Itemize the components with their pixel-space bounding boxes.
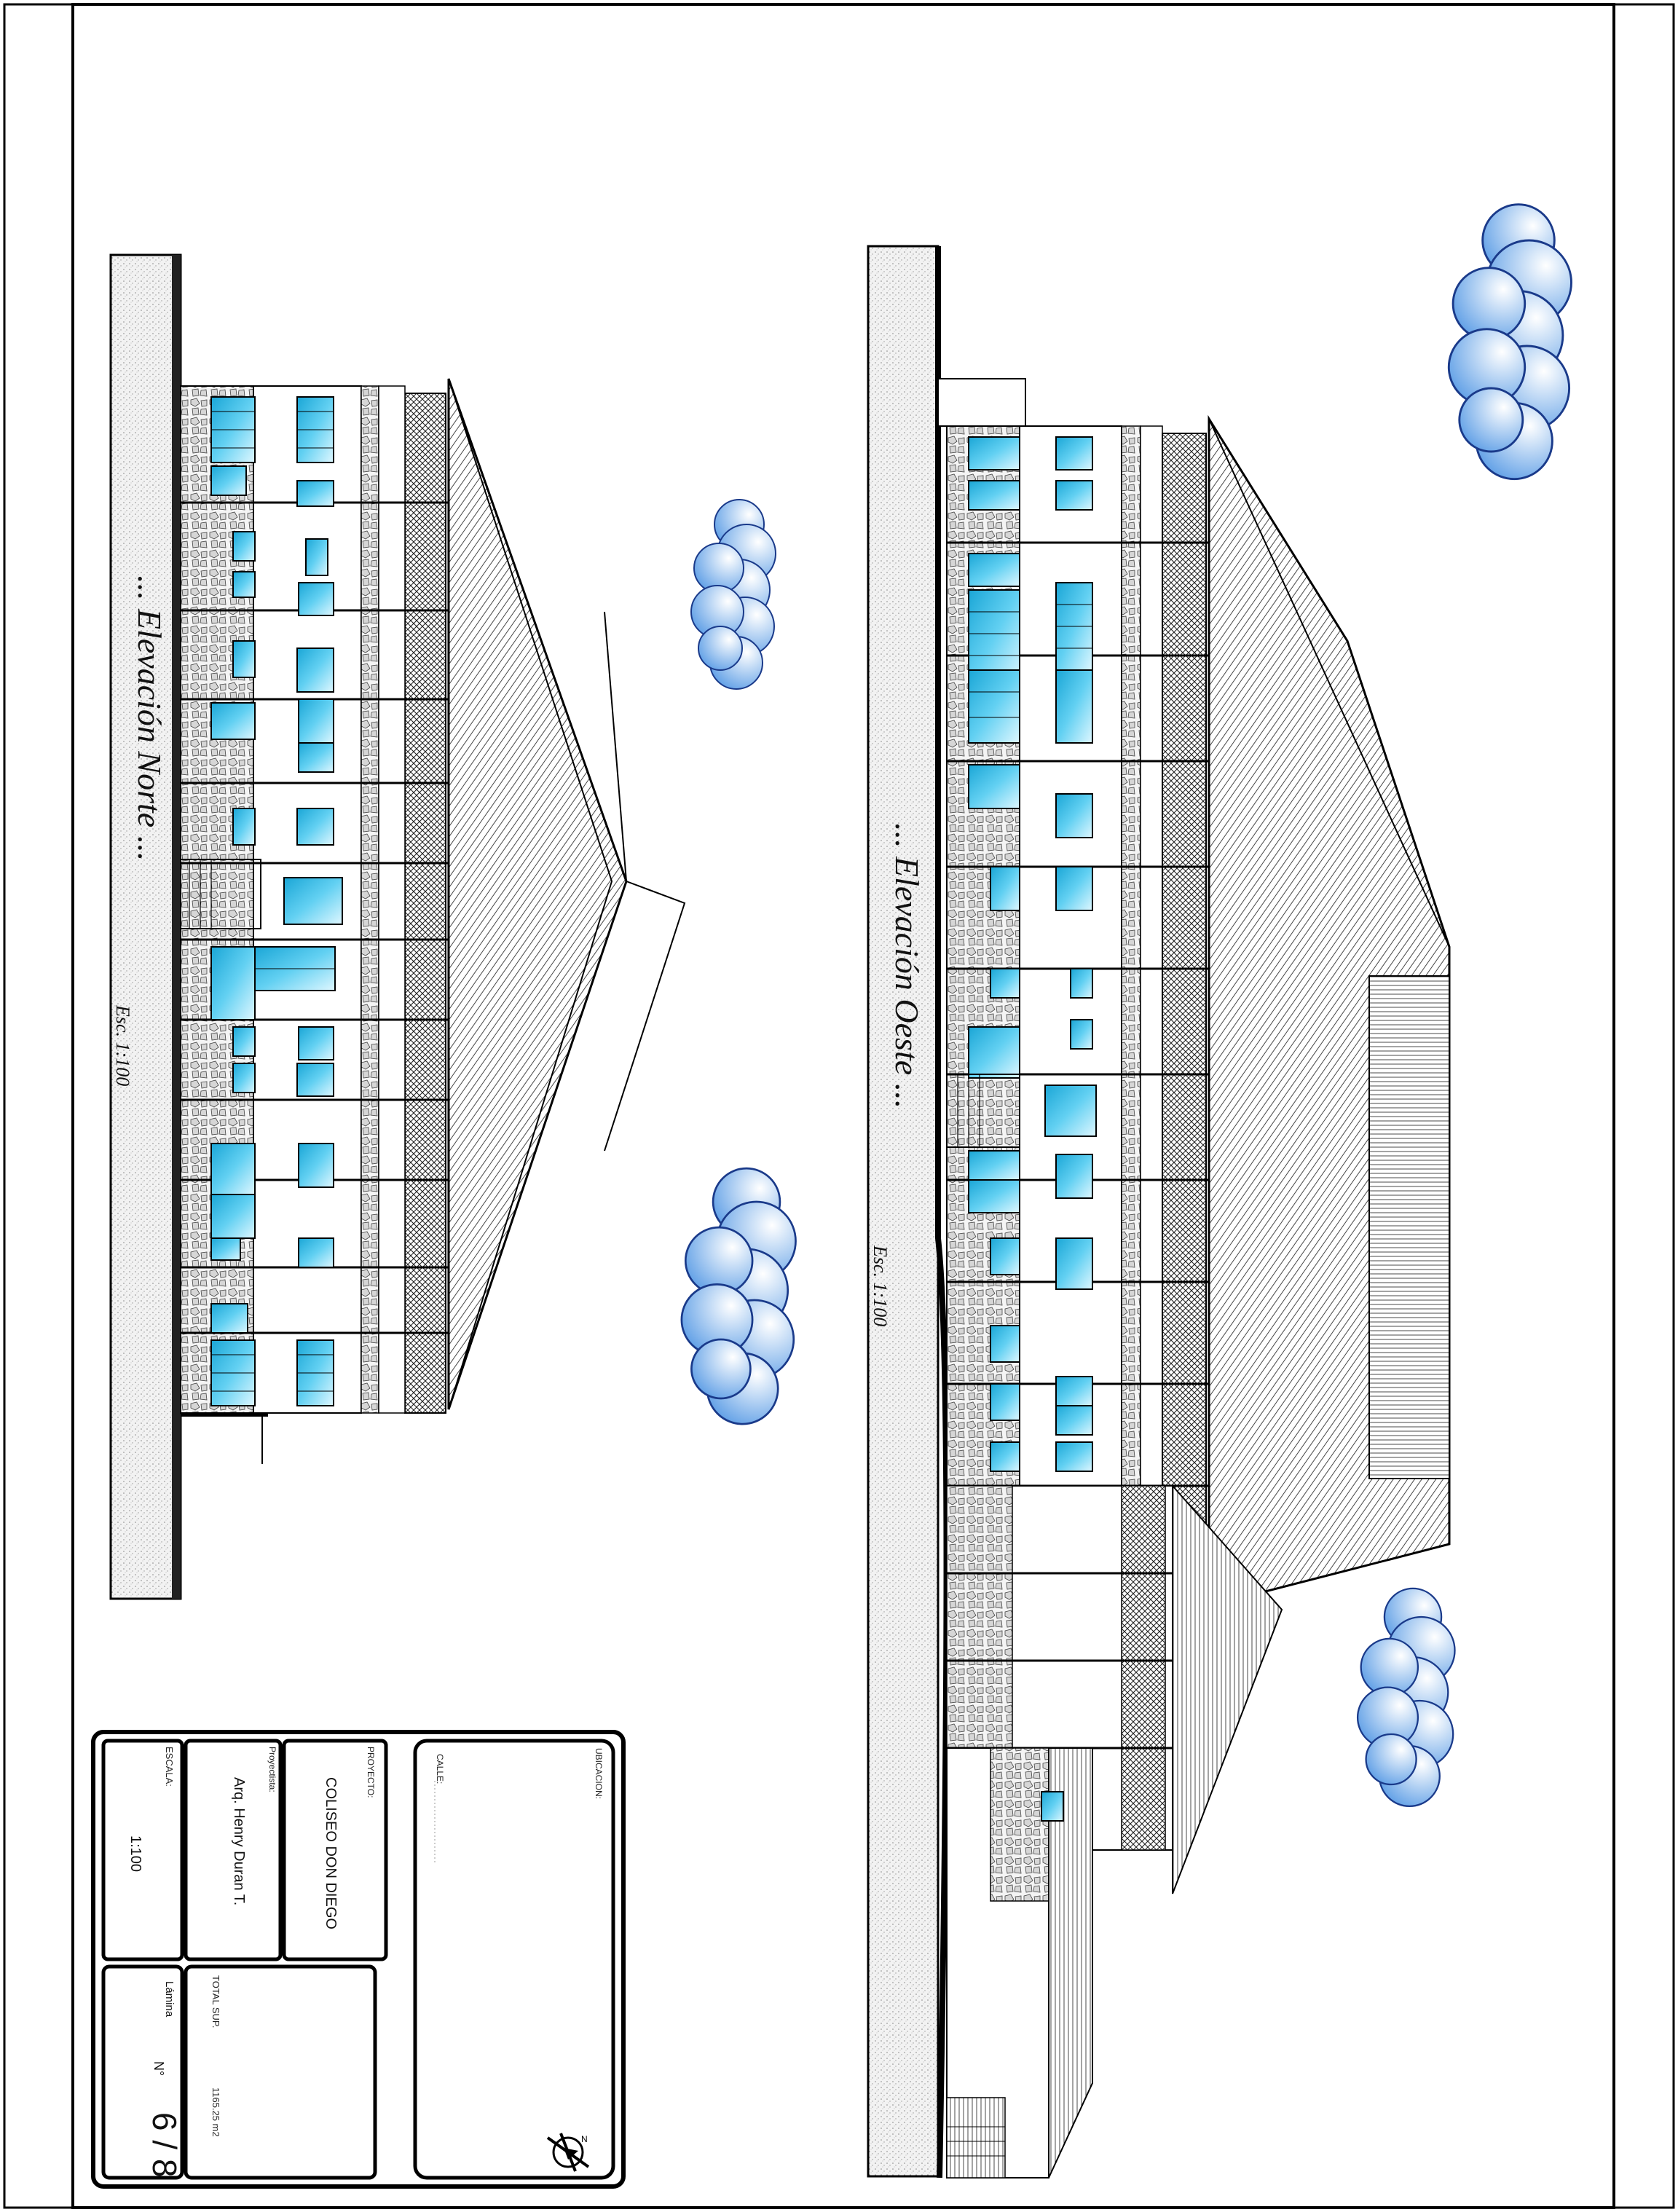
sheet-number: 6 / 8 — [146, 2112, 184, 2178]
west-elevation-scale: Esc. 1:100 — [870, 1245, 891, 1326]
north-elevation-title: ... Elevación Norte ... — [131, 575, 168, 861]
total-sup-label: TOTAL SUP. — [210, 1975, 221, 2028]
svg-text:N: N — [581, 2134, 588, 2144]
escala-label: ESCALA: — [164, 1747, 175, 1787]
north-ground-strip — [109, 253, 182, 1600]
project-panel — [282, 1739, 388, 1961]
location-panel — [413, 1739, 615, 2180]
proyecto-label: PROYECTO: — [366, 1747, 376, 1798]
title-block: UBICACION: CALLE: PROYECTO: COLISEO DON … — [91, 1730, 626, 2189]
cloud-4 — [1356, 1587, 1456, 1808]
west-elevation-title: ... Elevación Oeste ... — [889, 823, 926, 1109]
designer-panel — [184, 1739, 283, 1961]
sheet-number-panel — [101, 1964, 184, 2180]
scale-panel — [101, 1739, 184, 1961]
west-ground-strip — [867, 245, 940, 2178]
proyecto-value: COLISEO DON DIEGO — [323, 1777, 339, 1929]
cloud-3 — [1447, 203, 1572, 481]
cloud-1 — [690, 499, 776, 690]
north-elevation-scale: Esc. 1:100 — [112, 1004, 133, 1086]
area-panel — [184, 1964, 377, 2180]
west-elevation — [867, 245, 1451, 2178]
numero-label: N° — [151, 2061, 166, 2076]
proyectista-value: Arq. Henry Duran T. — [231, 1777, 247, 1905]
ubicacion-label: UBICACION: — [594, 1748, 604, 1799]
lamina-label: Lámina — [163, 1981, 176, 2018]
calle-label: CALLE: — [435, 1754, 445, 1784]
north-roof — [447, 378, 628, 1410]
total-sup-value: 1165.25 m2 — [210, 2087, 221, 2137]
sheet-inner-border — [71, 3, 1615, 2209]
cloud-2 — [680, 1167, 797, 1425]
north-arrow-icon: N — [546, 2133, 590, 2172]
proyectista-label: Proyectista: — [267, 1747, 277, 1792]
north-elevation — [109, 253, 686, 1600]
escala-value: 1:100 — [127, 1835, 143, 1872]
